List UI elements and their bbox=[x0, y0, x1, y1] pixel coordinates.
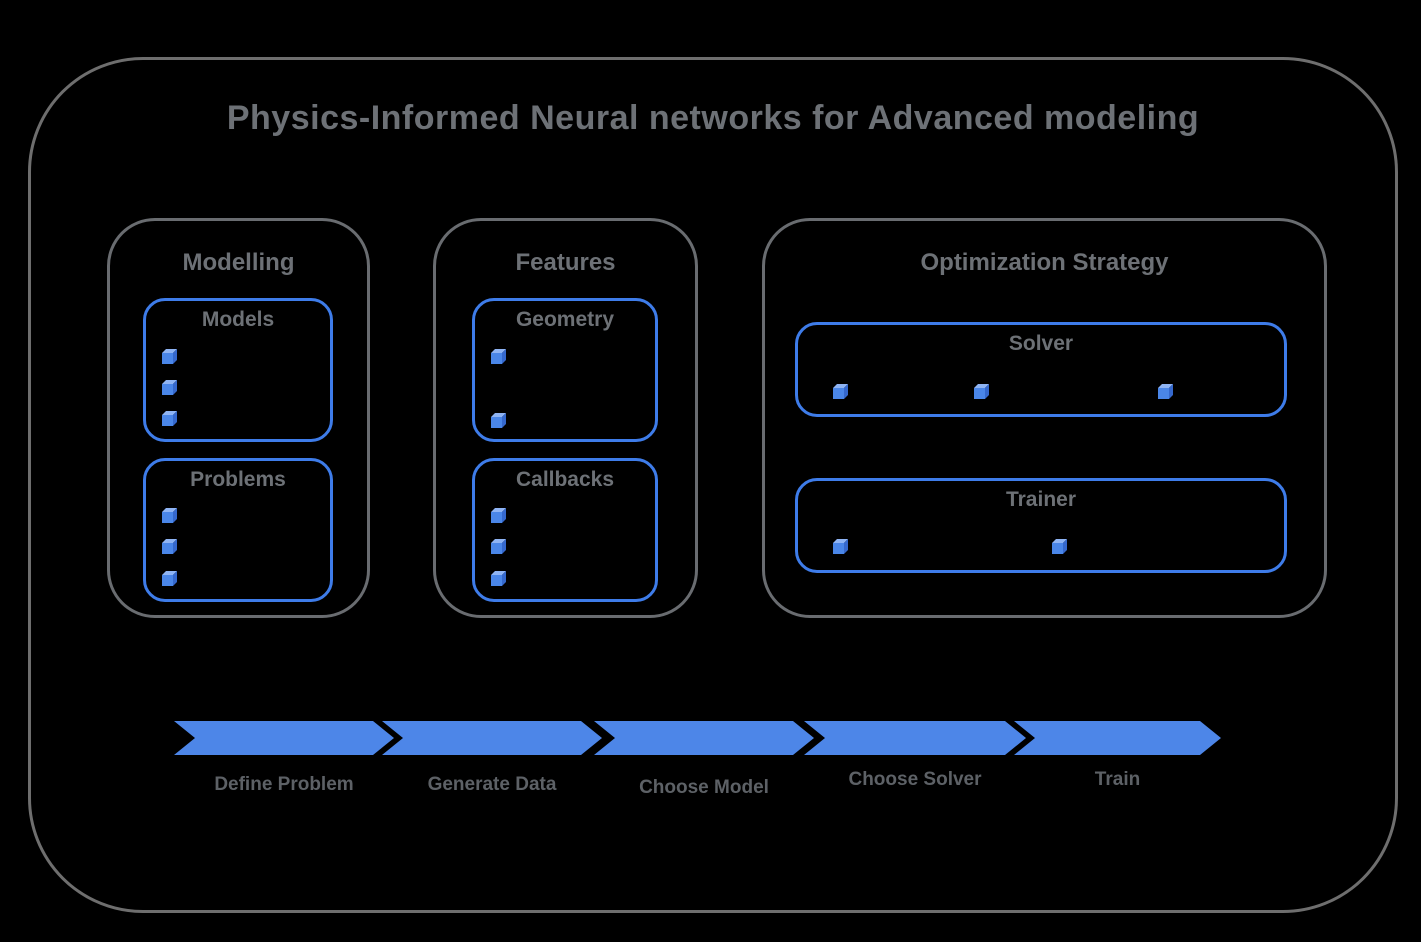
flow-step-label: Define Problem bbox=[214, 774, 354, 795]
cube-bullet-icon bbox=[162, 384, 173, 395]
section-title: Modelling bbox=[182, 249, 295, 276]
cube-bullet-icon bbox=[833, 543, 844, 554]
cube-bullet-icon bbox=[1052, 543, 1063, 554]
flow-arrow-segment bbox=[174, 721, 394, 755]
cube-bullet-icon bbox=[491, 417, 502, 428]
cube-bullet-icon bbox=[491, 575, 502, 586]
group-problems: Problems bbox=[143, 458, 333, 602]
cube-bullet-icon bbox=[162, 512, 173, 523]
cube-bullet-icon bbox=[1158, 388, 1169, 399]
group-title: Models bbox=[201, 308, 275, 331]
flow-step-label: Train bbox=[1094, 769, 1141, 790]
group-title: Problems bbox=[190, 468, 286, 491]
group-callbacks: Callbacks bbox=[472, 458, 658, 602]
group-solver: Solver bbox=[795, 322, 1287, 417]
flow-arrow-segment bbox=[382, 721, 602, 755]
section-title: Features bbox=[515, 249, 616, 276]
cube-bullet-icon bbox=[491, 543, 502, 554]
group-title: Solver bbox=[1008, 332, 1074, 355]
flow-arrow-segment-end bbox=[1014, 721, 1221, 755]
cube-bullet-icon bbox=[974, 388, 985, 399]
cube-bullet-icon bbox=[162, 353, 173, 364]
flow-step-label: Choose Model bbox=[639, 777, 769, 798]
section-optimization-strategy: Optimization Strategy Solver Trainer bbox=[762, 218, 1327, 618]
section-features: Features Geometry Callbacks bbox=[433, 218, 698, 618]
cube-bullet-icon bbox=[162, 415, 173, 426]
flow-step-label: Choose Solver bbox=[848, 769, 982, 790]
flow-step-label: Generate Data bbox=[427, 774, 557, 795]
cube-bullet-icon bbox=[491, 353, 502, 364]
cube-bullet-icon bbox=[833, 388, 844, 399]
section-modelling: Modelling Models Problems bbox=[107, 218, 370, 618]
flow-arrow-segment bbox=[804, 721, 1026, 755]
group-trainer: Trainer bbox=[795, 478, 1287, 573]
group-title: Trainer bbox=[1005, 488, 1077, 511]
section-title: Optimization Strategy bbox=[920, 249, 1169, 276]
flow-arrow-segment bbox=[594, 721, 814, 755]
cube-bullet-icon bbox=[491, 512, 502, 523]
group-title: Geometry bbox=[515, 308, 615, 331]
group-models: Models bbox=[143, 298, 333, 442]
outer-frame bbox=[28, 57, 1398, 913]
cube-bullet-icon bbox=[162, 543, 173, 554]
group-title: Callbacks bbox=[515, 468, 615, 491]
group-geometry: Geometry bbox=[472, 298, 658, 442]
page-title: Physics-Informed Neural networks for Adv… bbox=[226, 99, 1200, 137]
cube-bullet-icon bbox=[162, 575, 173, 586]
